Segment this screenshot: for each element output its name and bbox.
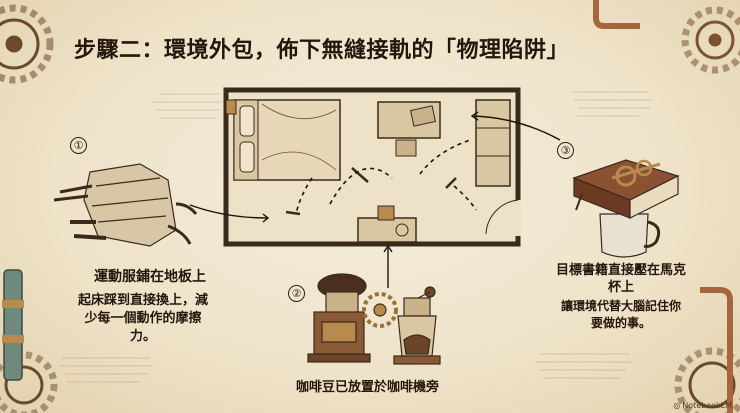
coffee-grinder-icon <box>307 273 398 363</box>
step-number-3: ③ <box>557 142 574 159</box>
clothes-caption: 運動服鋪在地板上 <box>94 269 206 285</box>
notebooklm-icon: ◎ <box>673 401 681 410</box>
step-number-2: ② <box>288 285 305 302</box>
book-description: 讓環境代替大腦記住你要做的事。 <box>560 299 681 330</box>
clothes-description: 起床踩到直接換上，減少每一個動作的摩擦力。 <box>78 293 209 344</box>
gear-icon <box>674 347 740 413</box>
clothes-icon <box>53 163 198 247</box>
gear-icon <box>0 351 58 413</box>
book-caption: 目標書籍直接壓在馬克杯上 <box>556 263 687 295</box>
counter-icon <box>357 205 417 243</box>
step-number-1: ① <box>70 137 87 154</box>
coffee-caption: 咖啡豆已放置於咖啡機旁 <box>296 380 440 395</box>
credit-badge: ◎NotebookLM <box>673 401 734 410</box>
gear-icon <box>0 4 54 84</box>
gear-icon <box>681 6 740 74</box>
desk-icon <box>377 101 441 157</box>
page-title: 步驟二：環境外包，佈下無縫接軌的「物理陷阱」 <box>74 37 570 63</box>
coffee-machine-icon <box>393 286 441 365</box>
book-mug-icon <box>572 159 680 258</box>
bed-icon <box>225 99 341 181</box>
credit-text: NotebookLM <box>682 401 732 410</box>
floor-plan <box>223 87 521 247</box>
